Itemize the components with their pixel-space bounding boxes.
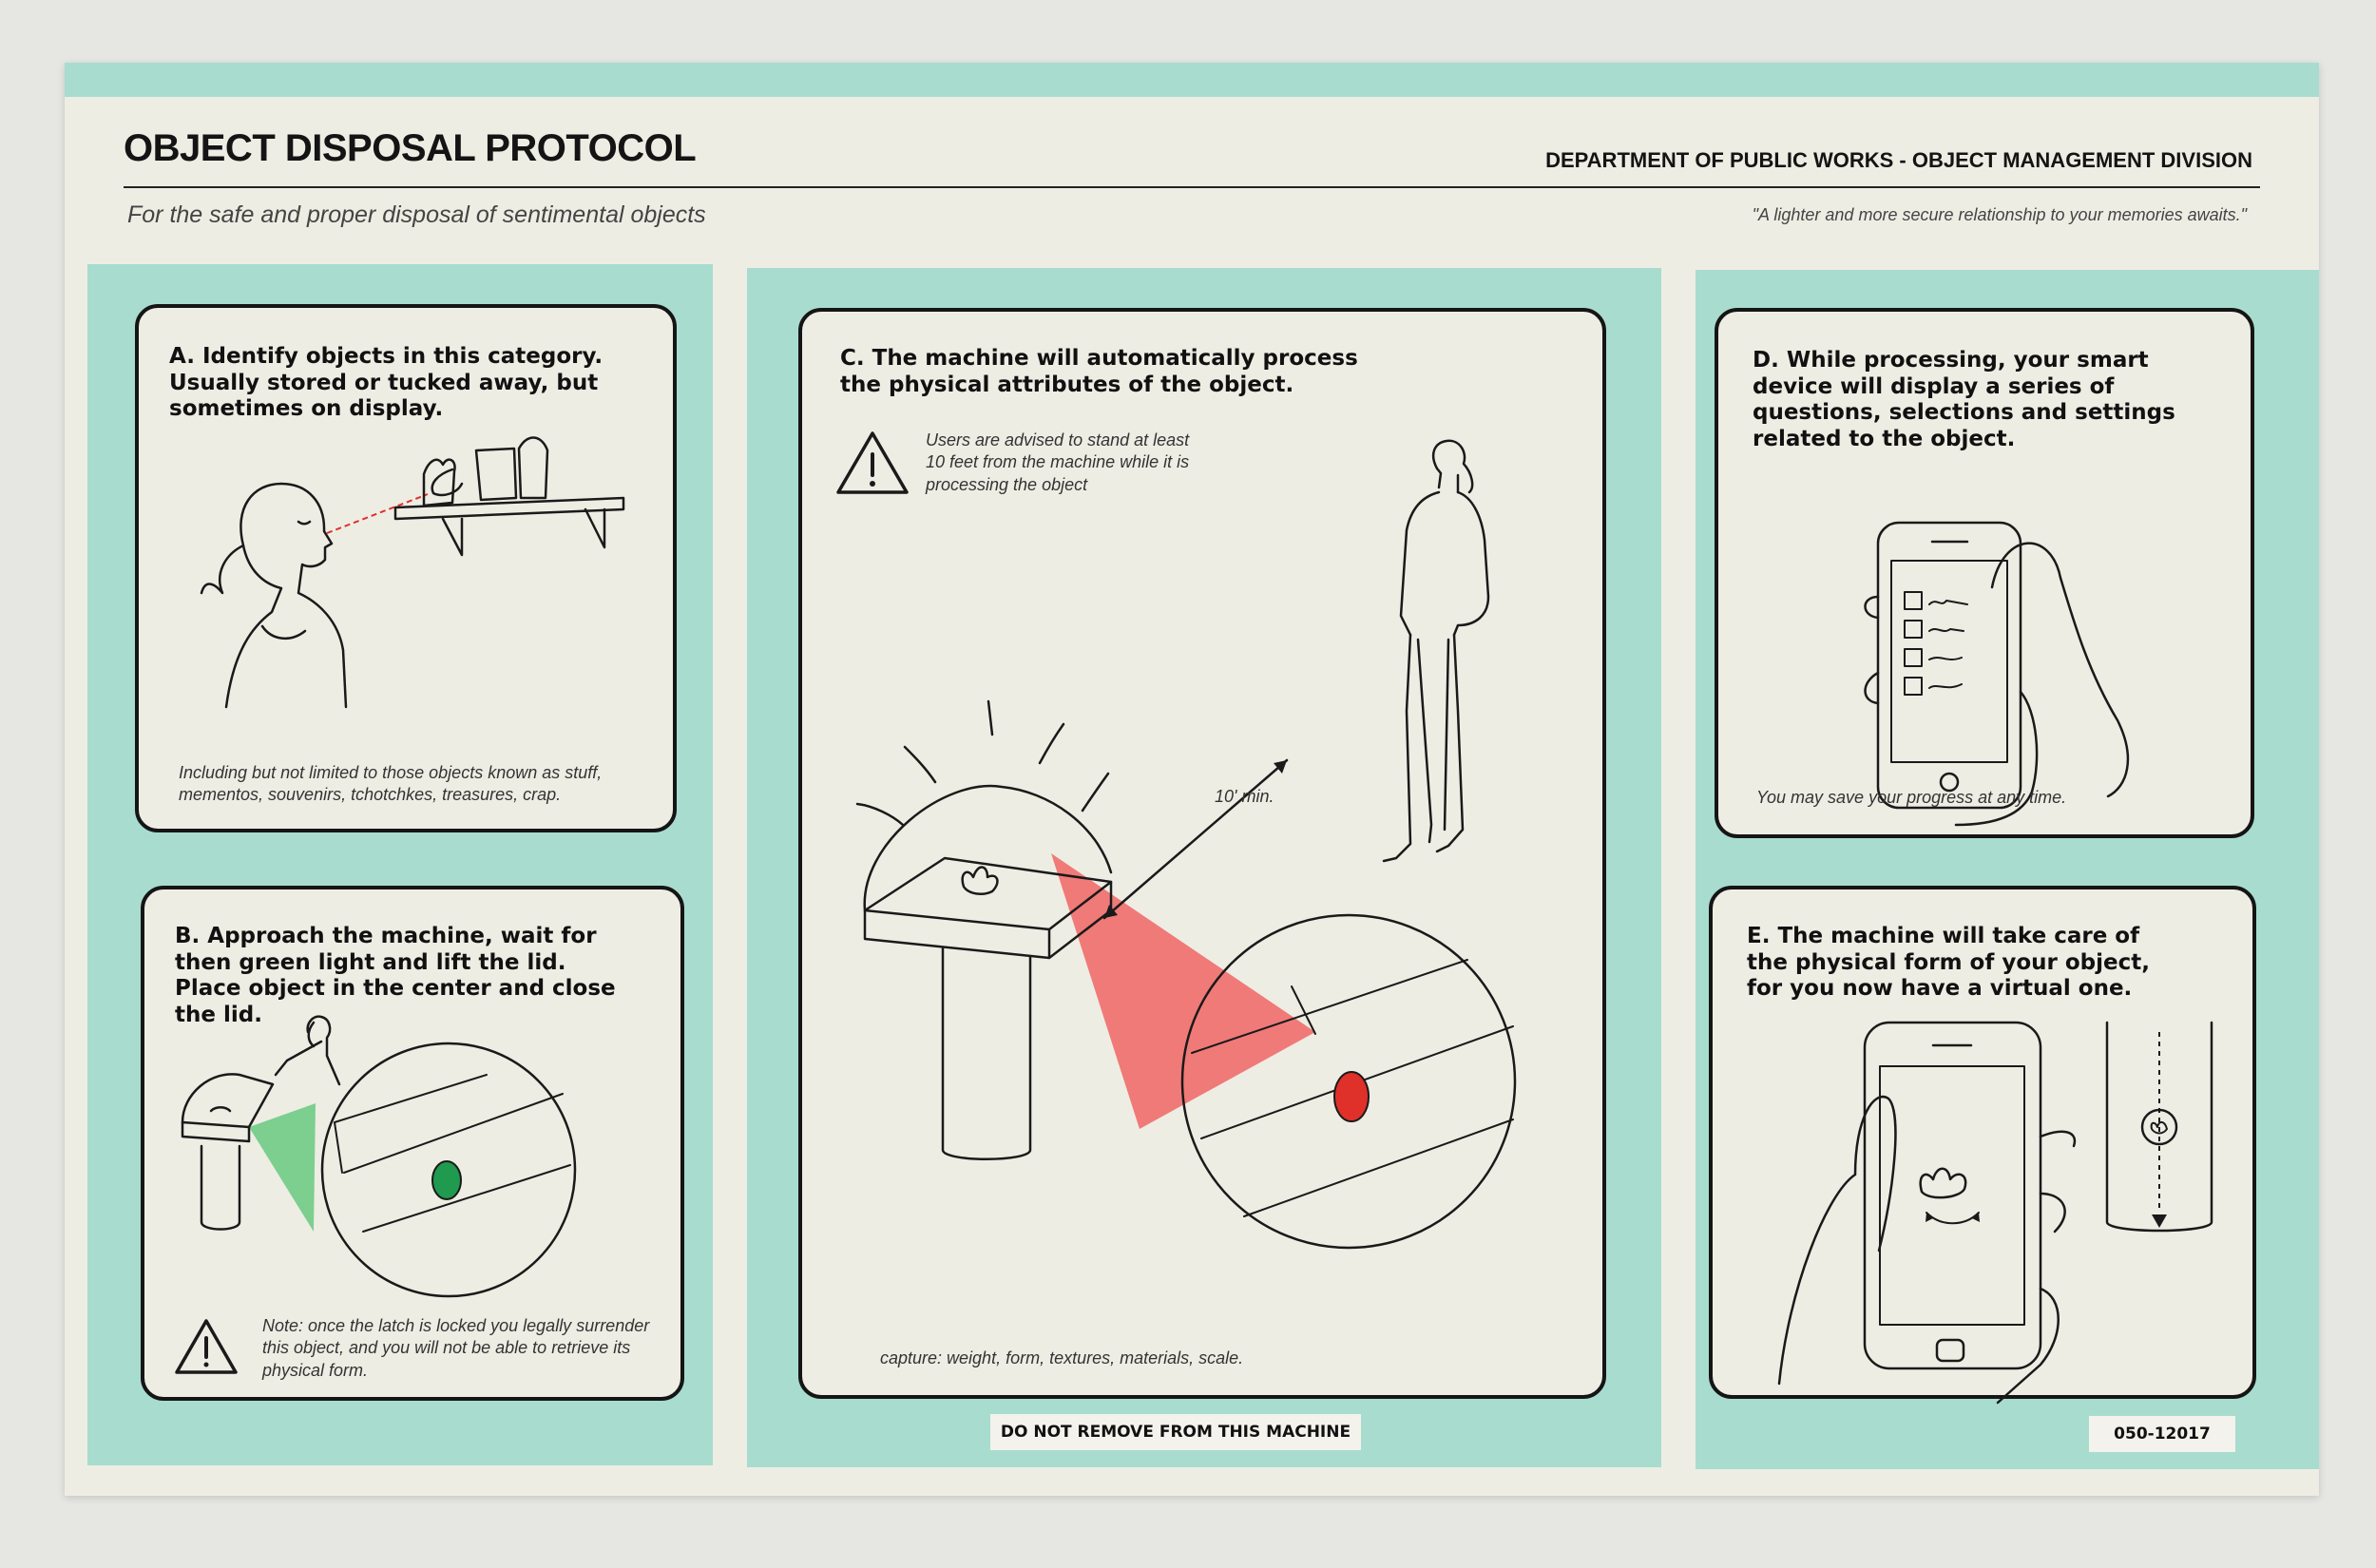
person-looking-at-shelf-illustration <box>200 436 625 709</box>
step-a-title: A. Identify objects in this category. Us… <box>169 344 604 422</box>
tagline-quote: "A lighter and more secure relationship … <box>1752 205 2247 224</box>
subtitle: For the safe and proper disposal of sent… <box>127 201 706 228</box>
page-title: OBJECT DISPOSAL PROTOCOL <box>124 127 697 169</box>
step-c-title: C. The machine will automatically proces… <box>840 346 1358 397</box>
step-d-title: D. While processing, your smart device w… <box>1753 348 2175 451</box>
step-b-card: B. Approach the machine, wait for then g… <box>141 886 684 1401</box>
step-c-card: C. The machine will automatically proces… <box>798 308 1606 1399</box>
machine-processing-illustration <box>855 439 1517 1250</box>
step-d-note: You may save your progress at any time. <box>1756 788 2067 807</box>
header-rule <box>124 186 2260 188</box>
distance-label: 10' min. <box>1215 787 1274 806</box>
step-c-caption: capture: weight, form, textures, materia… <box>880 1348 1244 1367</box>
machine-green-light-illustration <box>181 1015 577 1298</box>
smart-device-questions-illustration <box>1864 521 2130 827</box>
step-e-card: E. The machine will take care of the phy… <box>1709 886 2256 1405</box>
step-d-card: D. While processing, your smart device w… <box>1715 308 2254 838</box>
step-a-card: A. Identify objects in this category. Us… <box>135 304 677 832</box>
step-e-title: E. The machine will take care of the phy… <box>1747 924 2150 1002</box>
step-b-title: B. Approach the machine, wait for then g… <box>175 924 616 1027</box>
document-code: 050-12017 <box>2089 1416 2235 1452</box>
warning-icon <box>836 431 909 494</box>
step-c-warning: Users are advised to stand at least 10 f… <box>926 430 1190 494</box>
virtual-object-illustration <box>1777 1021 2213 1405</box>
warning-icon <box>175 1319 238 1374</box>
step-a-note: Including but not limited to those objec… <box>179 763 603 805</box>
poster: OBJECT DISPOSAL PROTOCOL DEPARTMENT OF P… <box>65 63 2319 1496</box>
department-name: DEPARTMENT OF PUBLIC WORKS - OBJECT MANA… <box>1545 148 2252 172</box>
top-color-bar <box>65 63 2319 97</box>
do-not-remove-label: DO NOT REMOVE FROM THIS MACHINE <box>990 1414 1361 1450</box>
step-b-note: Note: once the latch is locked you legal… <box>262 1316 650 1380</box>
